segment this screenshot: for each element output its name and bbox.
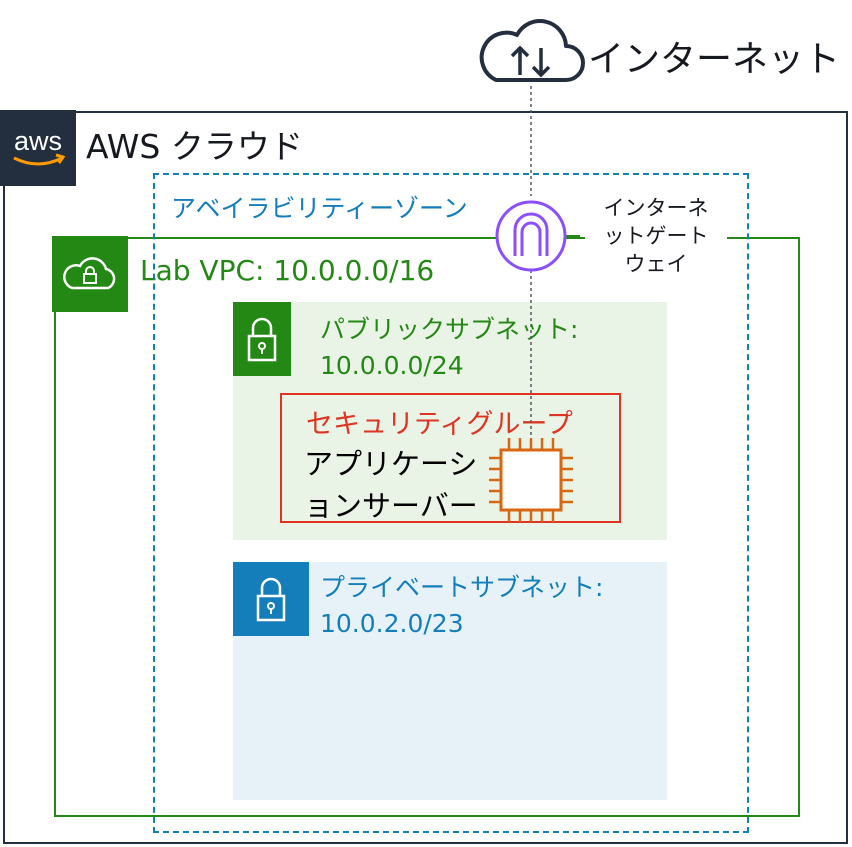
private-subnet-label: プライベートサブネット: 10.0.2.0/23 xyxy=(320,570,603,642)
app-server-label-line1: アプリケーシ xyxy=(304,447,478,481)
app-server-label-line2: ョンサーバー xyxy=(304,489,478,523)
internet-gateway-label: インターネ ットゲート ウェイ xyxy=(585,194,727,278)
aws-logo-icon: aws xyxy=(0,110,76,186)
availability-zone-group xyxy=(153,173,749,833)
internet-label: インターネット xyxy=(588,39,841,80)
private-subnet-cidr: 10.0.2.0/23 xyxy=(320,609,464,638)
public-subnet-label-line1: パブリックサブネット: xyxy=(320,315,579,344)
vpc-label: Lab VPC: 10.0.0.0/16 xyxy=(140,254,435,287)
svg-text:aws: aws xyxy=(14,126,62,156)
vpc-cloud-lock-icon xyxy=(52,236,128,312)
internet-gateway-label-line1: インターネ xyxy=(603,196,709,220)
private-subnet-lock-icon xyxy=(233,562,309,636)
internet-gateway-label-line2: ットゲート xyxy=(603,224,709,248)
public-subnet xyxy=(233,302,667,540)
aws-cloud-group xyxy=(3,111,848,844)
security-group xyxy=(280,393,621,523)
availability-zone-label: アベイラビリティーゾーン xyxy=(167,189,472,225)
public-subnet-cidr: 10.0.0.0/24 xyxy=(320,351,464,380)
vpc-group xyxy=(54,237,800,817)
public-subnet-lock-icon xyxy=(233,302,291,376)
security-group-label: セキュリティグループ xyxy=(306,409,573,440)
public-subnet-label: パブリックサブネット: 10.0.0.0/24 xyxy=(320,312,578,384)
private-subnet-label-line1: プライベートサブネット: xyxy=(320,573,604,602)
aws-cloud-label: AWS クラウド xyxy=(86,127,303,166)
app-server-label: アプリケーシ ョンサーバー xyxy=(304,443,478,527)
internet-gateway-label-line3: ウェイ xyxy=(624,252,688,276)
